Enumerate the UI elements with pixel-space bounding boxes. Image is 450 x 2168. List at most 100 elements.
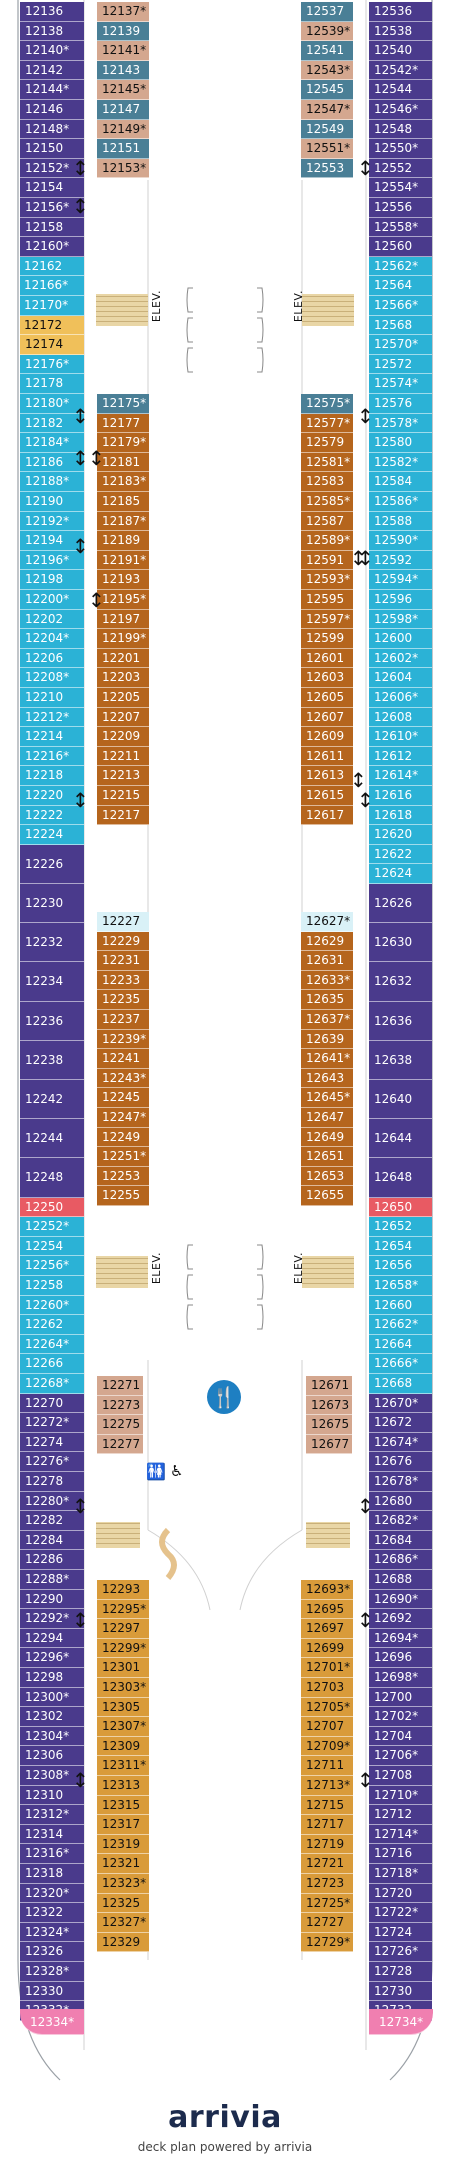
cabin-12296[interactable]: 12296*: [20, 1648, 84, 1668]
cabin-12178[interactable]: 12178: [20, 374, 84, 394]
cabin-12694[interactable]: 12694*: [369, 1628, 432, 1649]
cabin-12554[interactable]: 12554*: [369, 178, 432, 198]
cabin-12266[interactable]: 12266: [20, 1354, 84, 1374]
cabin-12594[interactable]: 12594*: [369, 570, 432, 590]
cabin-12220[interactable]: 12220: [20, 786, 84, 806]
cabin-12548[interactable]: 12548: [369, 119, 432, 140]
cabin-12666[interactable]: 12666*: [369, 1354, 432, 1374]
cabin-12314[interactable]: 12314: [20, 1824, 84, 1845]
cabin-12145[interactable]: 12145*: [97, 80, 149, 100]
cabin-12195[interactable]: 12195*: [97, 590, 149, 610]
cabin-12286[interactable]: 12286: [20, 1550, 84, 1570]
cabin-12699[interactable]: 12699: [301, 1638, 353, 1659]
cabin-12253[interactable]: 12253: [97, 1166, 149, 1187]
cabin-12297[interactable]: 12297: [97, 1619, 149, 1639]
cabin-12211[interactable]: 12211: [97, 746, 149, 767]
cabin-12176[interactable]: 12176*: [20, 354, 84, 375]
cabin-12605[interactable]: 12605: [301, 688, 353, 708]
cabin-12214[interactable]: 12214: [20, 727, 84, 747]
cabin-12680[interactable]: 12680: [369, 1491, 432, 1512]
cabin-12329[interactable]: 12329: [97, 1932, 149, 1953]
cabin-12696[interactable]: 12696: [369, 1648, 432, 1668]
cabin-12277[interactable]: 12277: [97, 1434, 143, 1455]
cabin-12136[interactable]: 12136: [20, 2, 84, 22]
cabin-12268[interactable]: 12268*: [20, 1374, 84, 1394]
cabin-12256[interactable]: 12256*: [20, 1256, 84, 1276]
cabin-12218[interactable]: 12218: [20, 766, 84, 786]
cabin-12558[interactable]: 12558*: [369, 217, 432, 238]
cabin-12662[interactable]: 12662*: [369, 1315, 432, 1335]
cabin-12318[interactable]: 12318: [20, 1864, 84, 1884]
cabin-12208[interactable]: 12208*: [20, 668, 84, 688]
cabin-12596[interactable]: 12596: [369, 590, 432, 610]
cabin-12206[interactable]: 12206: [20, 648, 84, 669]
cabin-12553[interactable]: 12553: [301, 158, 353, 179]
cabin-12226[interactable]: 12226: [20, 844, 84, 884]
cabin-12602[interactable]: 12602*: [369, 648, 432, 669]
cabin-12545[interactable]: 12545: [301, 80, 353, 100]
cabin-12703[interactable]: 12703: [301, 1678, 353, 1698]
cabin-12282[interactable]: 12282: [20, 1511, 84, 1531]
cabin-12722[interactable]: 12722*: [369, 1903, 432, 1923]
cabin-12188[interactable]: 12188*: [20, 472, 84, 492]
cabin-12311[interactable]: 12311*: [97, 1756, 149, 1776]
cabin-12170[interactable]: 12170*: [20, 296, 84, 316]
cabin-12326[interactable]: 12326: [20, 1942, 84, 1962]
cabin-12234[interactable]: 12234: [20, 962, 84, 1002]
cabin-12587[interactable]: 12587: [301, 511, 353, 532]
cabin-12216[interactable]: 12216*: [20, 746, 84, 767]
cabin-12652[interactable]: 12652: [369, 1217, 432, 1237]
cabin-12675[interactable]: 12675: [306, 1415, 352, 1435]
cabin-12241[interactable]: 12241: [97, 1049, 149, 1069]
cabin-12137[interactable]: 12137*: [97, 2, 149, 22]
cabin-12684[interactable]: 12684: [369, 1530, 432, 1551]
cabin-12655[interactable]: 12655: [301, 1186, 353, 1206]
cabin-12542[interactable]: 12542*: [369, 60, 432, 81]
cabin-12250[interactable]: 12250: [20, 1197, 84, 1218]
cabin-12560[interactable]: 12560: [369, 237, 432, 257]
cabin-12325[interactable]: 12325: [97, 1893, 149, 1914]
cabin-12537[interactable]: 12537: [301, 2, 353, 22]
cabin-12626[interactable]: 12626: [369, 884, 432, 924]
cabin-12704[interactable]: 12704: [369, 1726, 432, 1747]
cabin-12552[interactable]: 12552: [369, 158, 432, 179]
cabin-12305[interactable]: 12305: [97, 1697, 149, 1718]
cabin-12710[interactable]: 12710*: [369, 1785, 432, 1806]
cabin-12153[interactable]: 12153*: [97, 158, 149, 179]
cabin-12648[interactable]: 12648: [369, 1158, 432, 1198]
cabin-12182[interactable]: 12182: [20, 413, 84, 434]
cabin-12149[interactable]: 12149*: [97, 119, 149, 140]
cabin-12217[interactable]: 12217: [97, 805, 149, 826]
cabin-12200[interactable]: 12200*: [20, 590, 84, 610]
cabin-12146[interactable]: 12146: [20, 100, 84, 120]
cabin-12280[interactable]: 12280*: [20, 1491, 84, 1512]
cabin-12654[interactable]: 12654: [369, 1236, 432, 1257]
cabin-12636[interactable]: 12636: [369, 1001, 432, 1041]
cabin-12734[interactable]: 12734*: [369, 2009, 433, 2035]
cabin-12709[interactable]: 12709*: [301, 1736, 353, 1757]
cabin-12237[interactable]: 12237: [97, 1010, 149, 1030]
cabin-12274[interactable]: 12274: [20, 1432, 84, 1453]
cabin-12717[interactable]: 12717: [301, 1815, 353, 1835]
cabin-12309[interactable]: 12309: [97, 1736, 149, 1757]
cabin-12702[interactable]: 12702*: [369, 1707, 432, 1727]
cabin-12202[interactable]: 12202: [20, 609, 84, 630]
cabin-12536[interactable]: 12536: [369, 2, 432, 22]
cabin-12222[interactable]: 12222: [20, 805, 84, 826]
cabin-12645[interactable]: 12645*: [301, 1088, 353, 1108]
cabin-12138[interactable]: 12138: [20, 21, 84, 42]
cabin-12310[interactable]: 12310: [20, 1785, 84, 1806]
cabin-12576[interactable]: 12576: [369, 394, 432, 414]
cabin-12190[interactable]: 12190: [20, 492, 84, 512]
cabin-12148[interactable]: 12148*: [20, 119, 84, 140]
cabin-12721[interactable]: 12721: [301, 1854, 353, 1874]
cabin-12324[interactable]: 12324*: [20, 1922, 84, 1943]
cabin-12189[interactable]: 12189: [97, 531, 149, 551]
cabin-12589[interactable]: 12589*: [301, 531, 353, 551]
cabin-12322[interactable]: 12322: [20, 1903, 84, 1923]
cabin-12254[interactable]: 12254: [20, 1236, 84, 1257]
cabin-12668[interactable]: 12668: [369, 1374, 432, 1394]
cabin-12609[interactable]: 12609: [301, 727, 353, 747]
cabin-12316[interactable]: 12316*: [20, 1844, 84, 1864]
cabin-12199[interactable]: 12199*: [97, 629, 149, 649]
